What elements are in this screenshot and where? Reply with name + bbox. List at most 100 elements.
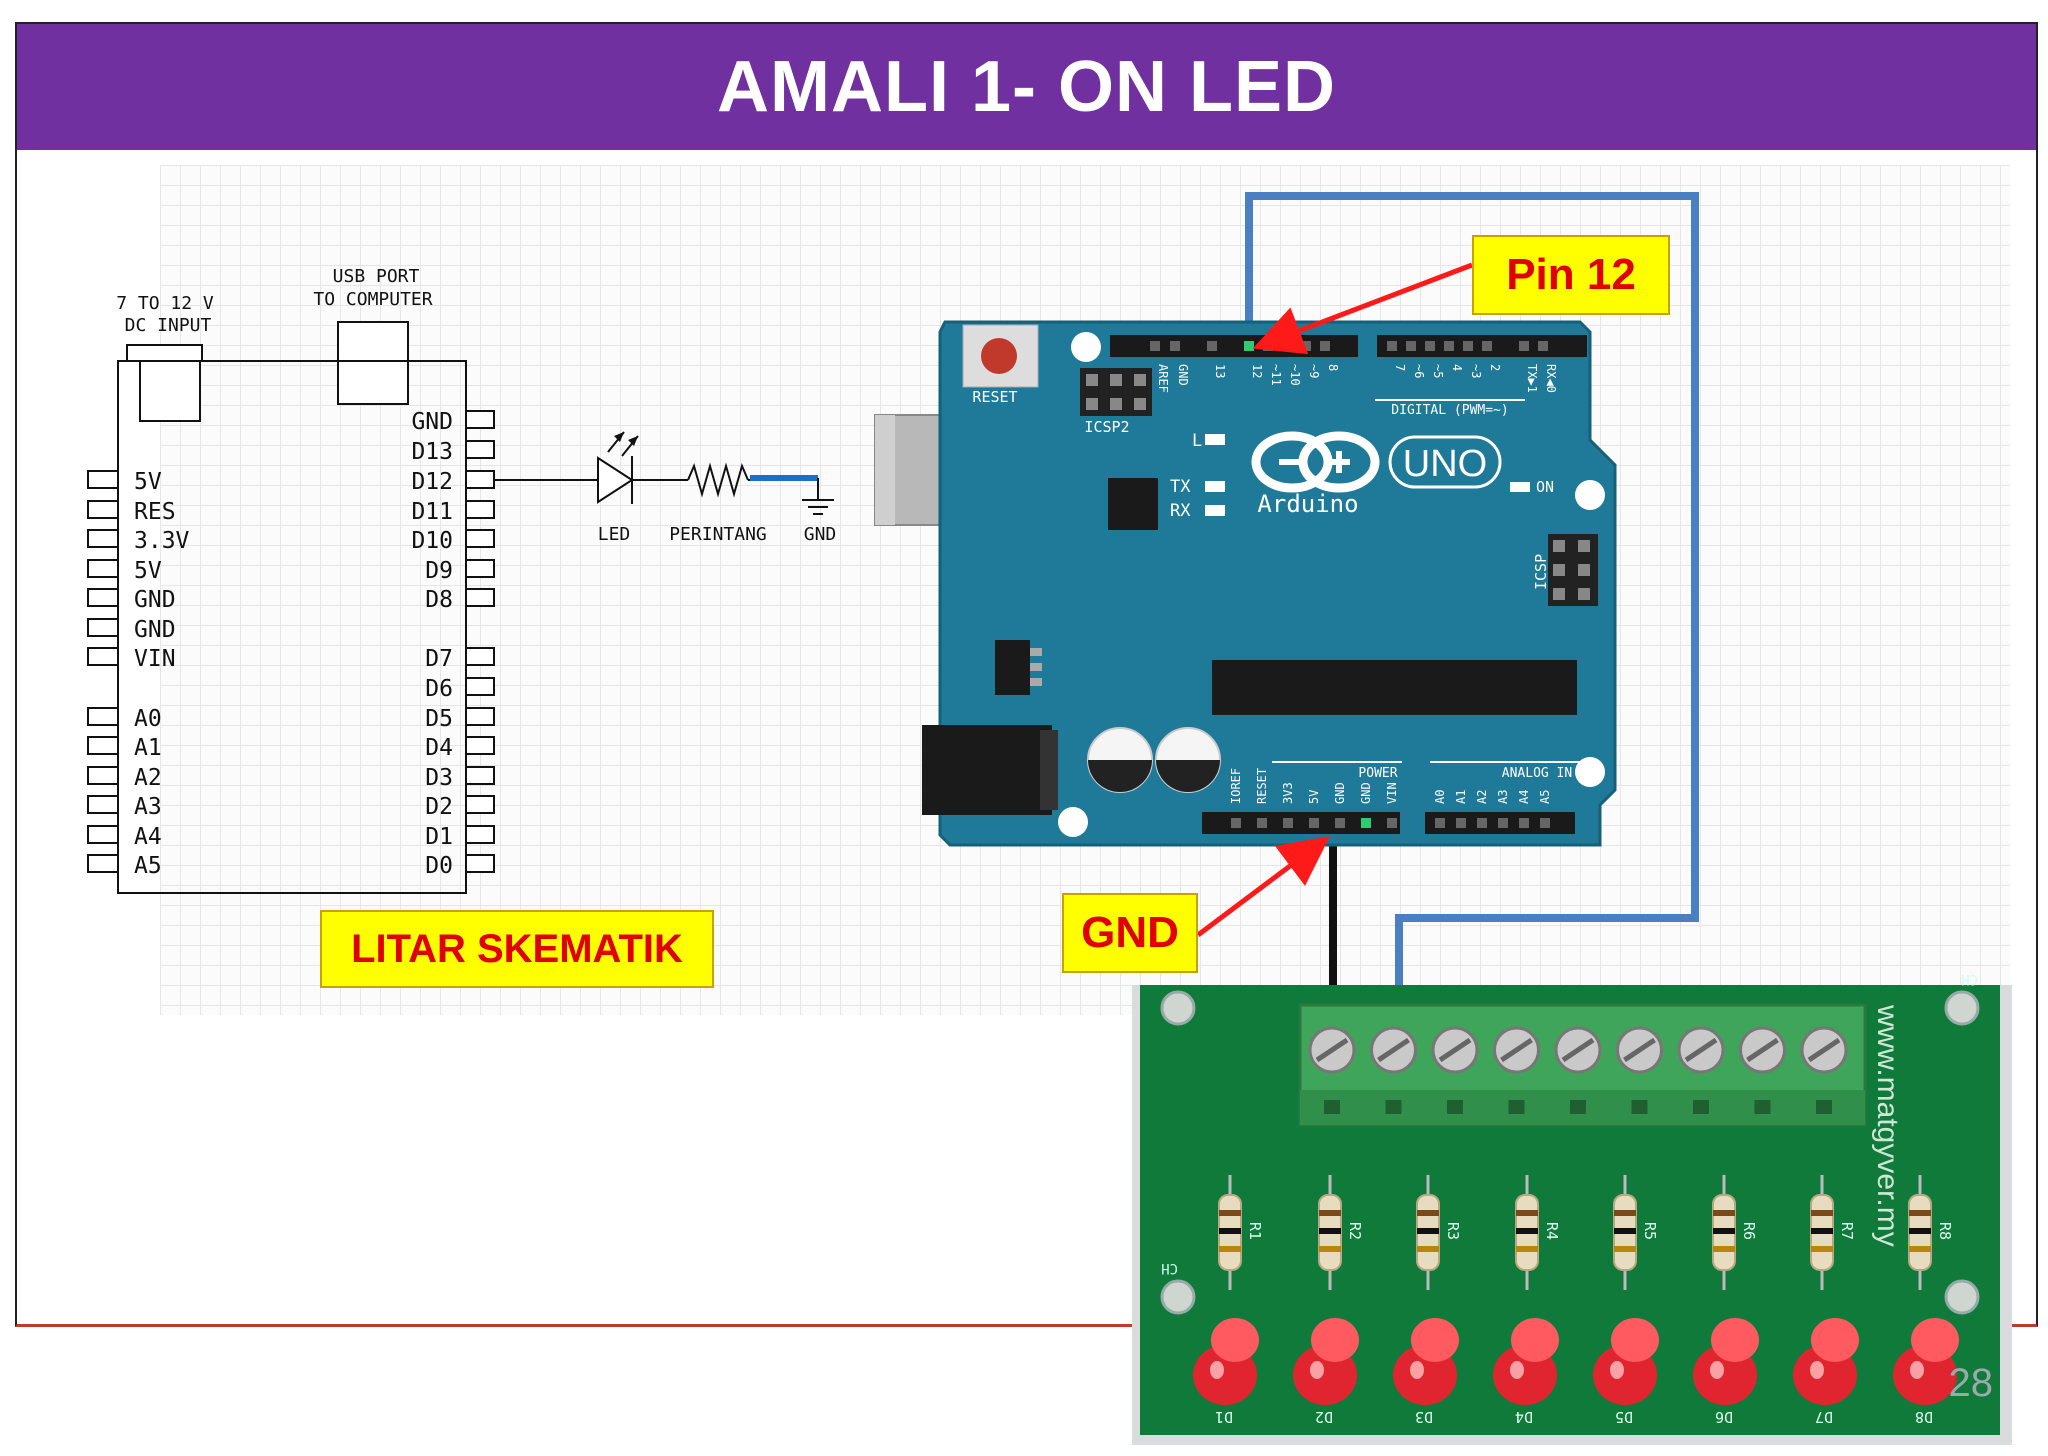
callout-gnd: GND — [1062, 893, 1198, 973]
power-pin-label: 5V — [1307, 790, 1321, 804]
power-pin-label: RESET — [1255, 768, 1269, 804]
resistor-label: R3 — [1444, 1222, 1462, 1240]
top-pin-label: TX▶1 — [1525, 364, 1539, 393]
pin12-arrow — [1252, 262, 1473, 355]
top-pin-label: ~10 — [1288, 364, 1302, 386]
right-pin-label: D2 — [425, 794, 453, 820]
top-pin-label: 8 — [1326, 364, 1340, 371]
icsp-header — [1548, 534, 1598, 606]
top-pin-hole — [1244, 341, 1254, 351]
top-pin-hole — [1519, 341, 1529, 351]
icsp2-label: ICSP2 — [1084, 418, 1129, 436]
l-label: L — [1192, 431, 1202, 451]
resistor-label: R2 — [1346, 1222, 1364, 1240]
right-pin-box — [465, 766, 495, 785]
led-label: D8 — [1915, 1408, 1933, 1426]
analog-pin-hole — [1477, 818, 1487, 828]
right-pin-label: D1 — [425, 824, 453, 850]
callout-pin12-text: Pin 12 — [1506, 250, 1636, 299]
top-pin-hole — [1482, 341, 1492, 351]
left-pin-label: 5V — [134, 469, 162, 495]
left-pin-label: A3 — [134, 794, 162, 820]
left-pin-label: A4 — [134, 824, 162, 850]
led-symbol — [597, 456, 634, 504]
left-pin-box — [87, 470, 119, 489]
led-label: D2 — [1315, 1408, 1333, 1426]
right-pin-label: D8 — [425, 587, 453, 613]
right-pin-label: D13 — [411, 439, 453, 465]
right-pin-label: D9 — [425, 558, 453, 584]
left-pin-box — [87, 618, 119, 637]
top-pin-hole — [1387, 341, 1397, 351]
left-pin-label: GND — [134, 617, 176, 643]
dc-input-label-2: DC INPUT — [125, 315, 212, 336]
top-pin-hole — [1444, 341, 1454, 351]
analog-pin-label: A5 — [1538, 790, 1552, 804]
corner-label-left: CH — [1161, 1260, 1178, 1276]
top-pin-label: ~5 — [1431, 364, 1445, 378]
top-pin-label: GND — [1176, 364, 1190, 386]
top-pin-label: ~11 — [1269, 364, 1283, 386]
top-pin-hole — [1425, 341, 1435, 351]
icsp-label: ICSP — [1532, 554, 1550, 590]
left-pin-label: A0 — [134, 706, 162, 732]
top-pin-hole — [1150, 341, 1160, 351]
tx-label: TX — [1170, 477, 1191, 497]
power-pin-label: GND — [1359, 782, 1373, 804]
analog-pin-label: A0 — [1433, 790, 1447, 804]
left-pin-label: A5 — [134, 853, 162, 879]
right-pin-box — [465, 559, 495, 578]
usb-label-2: TO COMPUTER — [313, 289, 432, 310]
top-pin-hole — [1170, 341, 1180, 351]
gnd-arrow — [1196, 836, 1330, 937]
uno-label: UNO — [1403, 443, 1487, 485]
analog-pin-hole — [1456, 818, 1466, 828]
right-pin-box — [465, 500, 495, 519]
caption-litar-skematik: LITAR SKEMATIK — [320, 910, 714, 988]
top-pin-label: RX◀0 — [1544, 364, 1558, 393]
top-pin-label: ~6 — [1412, 364, 1426, 378]
top-pin-label: ~9 — [1307, 364, 1321, 378]
arduino-logo — [1251, 431, 1380, 493]
resistor-label: R1 — [1246, 1222, 1264, 1240]
right-pin-label: GND — [411, 409, 453, 435]
analog-pin-hole — [1540, 818, 1550, 828]
grid-background-left — [160, 165, 860, 1015]
left-pin-label: RES — [134, 499, 176, 525]
power-pin-hole — [1387, 818, 1397, 828]
power-pin-hole — [1283, 818, 1293, 828]
left-pin-label: VIN — [134, 646, 176, 672]
left-pin-label: A2 — [134, 765, 162, 791]
top-pin-label: 12 — [1250, 364, 1264, 378]
dc-input-label-1: 7 TO 12 V — [116, 293, 214, 314]
left-pin-label: GND — [134, 587, 176, 613]
analog-pin-label: A4 — [1517, 790, 1531, 804]
title-bar: AMALI 1- ON LED — [17, 24, 2036, 150]
right-pin-box — [465, 440, 495, 459]
usb-label-1: USB PORT — [333, 266, 420, 287]
right-pin-label: D6 — [425, 676, 453, 702]
left-pin-label: 5V — [134, 558, 162, 584]
right-pin-label: D10 — [411, 528, 453, 554]
analog-pin-label: A1 — [1454, 790, 1468, 804]
right-pin-label: D12 — [411, 469, 453, 495]
callout-pin12: Pin 12 — [1472, 235, 1670, 315]
dc-jack-body — [139, 360, 201, 422]
small-chip — [1108, 478, 1158, 530]
left-pin-box — [87, 766, 119, 785]
led-label: D5 — [1615, 1408, 1633, 1426]
analog-pin-label: A2 — [1475, 790, 1489, 804]
left-pin-box — [87, 559, 119, 578]
power-pin-hole — [1335, 818, 1345, 828]
top-pin-hole — [1463, 341, 1473, 351]
power-pin-hole — [1257, 818, 1267, 828]
analog-pin-hole — [1498, 818, 1508, 828]
power-label: POWER — [1358, 766, 1397, 781]
analog-label: ANALOG IN — [1502, 766, 1572, 781]
left-pin-box — [87, 707, 119, 726]
right-pin-label: D0 — [425, 853, 453, 879]
page-number: 28 — [1948, 1361, 1994, 1405]
